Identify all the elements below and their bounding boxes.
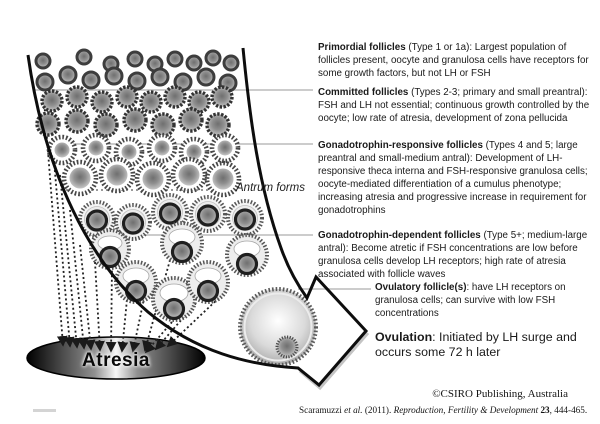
text-block-4: Gonadotrophin-dependent follicles (Type …	[318, 230, 588, 280]
follicle-primordial	[58, 65, 78, 85]
development-arrow-outline	[26, 47, 369, 388]
antrum-forms-label: Antrum forms	[236, 182, 306, 194]
arrow-outline-layer	[26, 47, 370, 391]
atresia-arrow	[94, 261, 105, 352]
atresia-label: Atresia	[82, 350, 150, 371]
text-block-3: Gonadotrophin-responsive follicles (Type…	[318, 140, 588, 216]
text-block-5: Ovulatory follicle(s): have LH receptors…	[375, 282, 566, 319]
follicle-antral-large	[186, 260, 230, 304]
atresia-arrow	[166, 294, 223, 348]
atresia-arrow	[105, 265, 117, 353]
follicle-antral-large	[225, 233, 269, 277]
follicle-primordial	[166, 50, 184, 68]
follicle-antral-large	[114, 260, 158, 304]
follicle-committed	[178, 107, 204, 133]
follicle-antral	[226, 199, 264, 237]
atresia-arrow	[79, 244, 96, 351]
follicle-responsive	[204, 160, 242, 198]
follicle-committed	[163, 85, 187, 109]
follicle-committed	[64, 108, 90, 134]
follicle-responsive	[61, 159, 99, 197]
citation-line: Scaramuzzi et al. (2011). Reproduction, …	[299, 405, 588, 415]
follicle-primordial	[150, 67, 170, 87]
follicle-primordial	[75, 48, 93, 66]
follicle-committed	[205, 112, 231, 138]
follicle-primordial	[126, 50, 144, 68]
follicle-primordial	[81, 70, 101, 90]
follicle-responsive	[170, 156, 208, 194]
text-block-2: Committed follicles (Types 2-3; primary …	[318, 87, 590, 124]
follicle-antral	[114, 203, 152, 241]
follicle-ovulatory	[238, 287, 318, 367]
fine-print	[33, 409, 56, 412]
follicle-committed	[139, 90, 163, 114]
follicle-primordial	[104, 66, 124, 86]
follicle-primordial	[35, 72, 55, 92]
follicle-primordial	[204, 49, 222, 67]
follicle-committed	[90, 90, 114, 114]
follicle-antral	[151, 193, 189, 231]
follicle-primordial	[222, 54, 240, 72]
follicle-responsive	[146, 132, 178, 164]
follicle-antral-large	[89, 228, 131, 270]
oocyte	[275, 335, 299, 359]
follicle-responsive	[134, 160, 172, 198]
follicle-responsive	[98, 156, 136, 194]
follicle-responsive	[209, 132, 241, 164]
text-block-1: Primordial follicles (Type 1 or 1a): Lar…	[318, 42, 589, 79]
follicle-primordial	[185, 54, 203, 72]
follicle-committed	[210, 85, 234, 109]
atresia-arrow	[59, 174, 82, 349]
publisher-credit: ©CSIRO Publishing, Australia	[432, 388, 568, 400]
follicle-antral-large	[160, 221, 204, 265]
follicle-committed	[65, 85, 89, 109]
follicle-committed	[115, 85, 139, 109]
atresia-arrow	[69, 209, 89, 350]
follicle-primordial	[196, 67, 216, 87]
follicle-primordial	[34, 52, 52, 70]
follicle-committed	[40, 89, 64, 113]
atresia-arrow	[144, 321, 173, 354]
follicles-layer	[34, 48, 318, 367]
follicle-antral	[78, 200, 116, 238]
follicle-committed	[93, 112, 119, 138]
text-block-6: Ovulation: Initiated by LH surge and occ…	[375, 330, 577, 359]
follicle-antral	[189, 195, 227, 233]
follicle-responsive	[80, 132, 112, 164]
follicle-primordial	[127, 71, 147, 91]
follicle-committed	[122, 107, 148, 133]
follicle-committed	[150, 112, 176, 138]
